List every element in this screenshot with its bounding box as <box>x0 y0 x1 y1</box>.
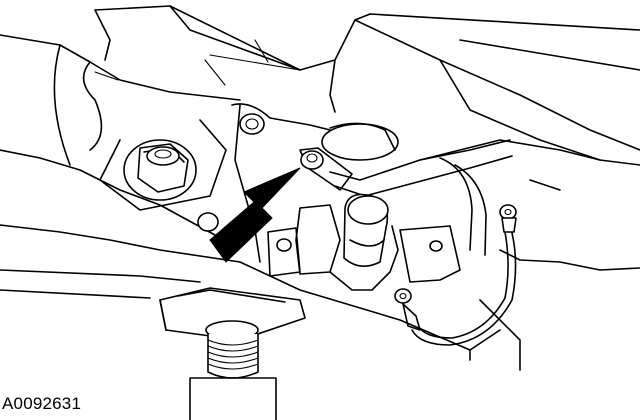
figure-id-label: A0092631 <box>2 394 82 413</box>
callout-arrow <box>209 167 301 263</box>
sensor-assembly <box>299 139 513 256</box>
ground-wire <box>394 204 517 346</box>
jack-stand <box>159 287 306 420</box>
connector-boot <box>267 193 461 291</box>
housing-edge <box>197 103 399 263</box>
lower-case <box>239 139 640 371</box>
rail-bolt <box>99 119 227 211</box>
upper-housing <box>94 5 640 161</box>
frame-rail <box>0 34 241 299</box>
